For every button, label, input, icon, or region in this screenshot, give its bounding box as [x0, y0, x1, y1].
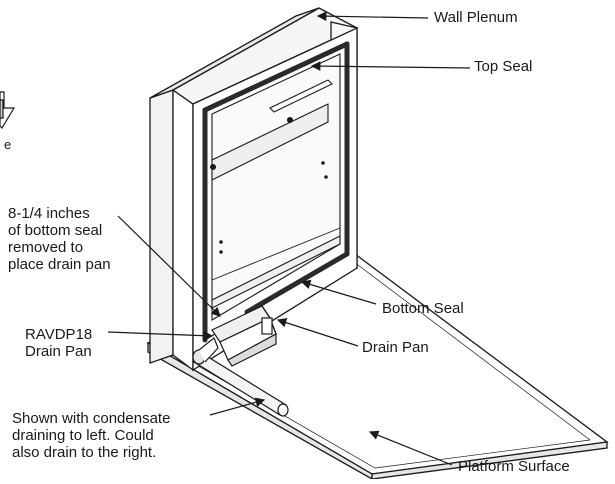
plenum-interior — [209, 53, 341, 321]
top-seal-line — [202, 41, 350, 113]
wall-plenum-leader — [316, 11, 429, 21]
drain-pan — [211, 305, 277, 367]
platform-surface-leader — [368, 430, 453, 466]
bottom-seal-leader — [300, 279, 377, 305]
label-bottom-seal: Bottom Seal — [382, 300, 464, 317]
ravdp18-leader — [107, 330, 214, 341]
label-drain-pan: Drain Pan — [362, 339, 429, 356]
bottom-seal-removed-leader — [117, 215, 221, 317]
top-seal-leader — [310, 61, 471, 71]
label-bottom-seal-removed: 8-1/4 inches of bottom seal removed to p… — [8, 205, 111, 273]
label-ravdp18-drain-pan: RAVDP18 Drain Pan — [25, 326, 93, 360]
edge-arrow-fragment — [0, 91, 16, 129]
label-wall-plenum: Wall Plenum — [434, 9, 518, 26]
drain-pan-leader — [276, 318, 359, 347]
label-platform-surface: Platform Surface — [458, 458, 570, 475]
shown-with-leader — [209, 397, 266, 416]
label-shown-with-condensate: Shown with condensate draining to left. … — [12, 410, 171, 461]
leader-lines — [107, 11, 471, 466]
label-edge-fragment: e — [4, 137, 12, 152]
label-top-seal: Top Seal — [474, 58, 533, 75]
bottom-seal-line — [244, 251, 350, 315]
